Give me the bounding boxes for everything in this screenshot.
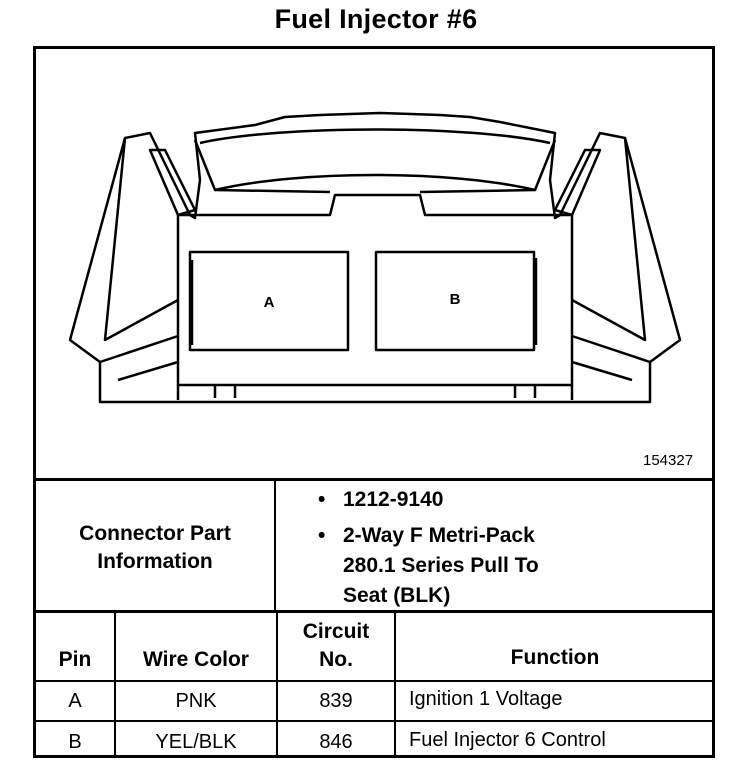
left-latch [148, 148, 197, 217]
part-description-line: 2-Way F Metri-Pack [343, 524, 535, 547]
divider-diagram [33, 478, 715, 481]
row-a-circuit: 839 [319, 690, 353, 712]
connector-outer-housing [68, 111, 682, 404]
part-description: 2-Way F Metri-Pack 280.1 Series Pull To … [343, 522, 539, 610]
divider-row [33, 720, 715, 722]
page-title: Fuel Injector #6 [274, 4, 478, 34]
header-wire-color: Wire Color [143, 648, 249, 671]
divider-circuit-column [394, 610, 396, 758]
row-b-circuit: 846 [319, 731, 353, 753]
divider-header [33, 680, 715, 682]
bullet-icon: • [318, 524, 326, 547]
connector-arch-top [199, 128, 551, 145]
row-b-wire-color: YEL/BLK [155, 731, 237, 753]
row-a-function: Ignition 1 Voltage [409, 688, 563, 710]
header-circuit: Circuit No. [278, 618, 394, 674]
cavity-a [188, 250, 350, 352]
divider-connector-info [33, 610, 715, 613]
part-number: 1212-9140 [343, 488, 444, 511]
connector-frame [33, 46, 715, 758]
bullet-icon: • [318, 488, 326, 511]
header-pin: Pin [58, 648, 92, 671]
part-description-line: Seat (BLK) [343, 584, 451, 607]
divider-wire-column [276, 610, 278, 758]
row-a-pin: A [68, 690, 82, 712]
connector-info-label-line1: Connector Part [79, 522, 231, 545]
figure-id: 154327 [643, 452, 694, 469]
divider-info-column [274, 478, 276, 613]
cavity-a-label: A [264, 294, 275, 311]
cavity-b [374, 250, 536, 352]
row-b-pin: B [68, 731, 82, 753]
connector-info-label-line2: Information [97, 550, 213, 573]
header-circuit-line1: Circuit [302, 620, 370, 643]
row-a-wire-color: PNK [175, 690, 217, 712]
connector-body [176, 193, 574, 387]
part-description-line: 280.1 Series Pull To [343, 554, 539, 577]
cavity-b-label: B [450, 291, 461, 308]
connector-info-label: Connector Part Information [36, 520, 274, 576]
header-circuit-line2: No. [319, 648, 353, 671]
row-b-function: Fuel Injector 6 Control [409, 729, 606, 751]
divider-pin-column [114, 610, 116, 758]
right-latch [553, 148, 602, 217]
header-function: Function [510, 646, 600, 669]
